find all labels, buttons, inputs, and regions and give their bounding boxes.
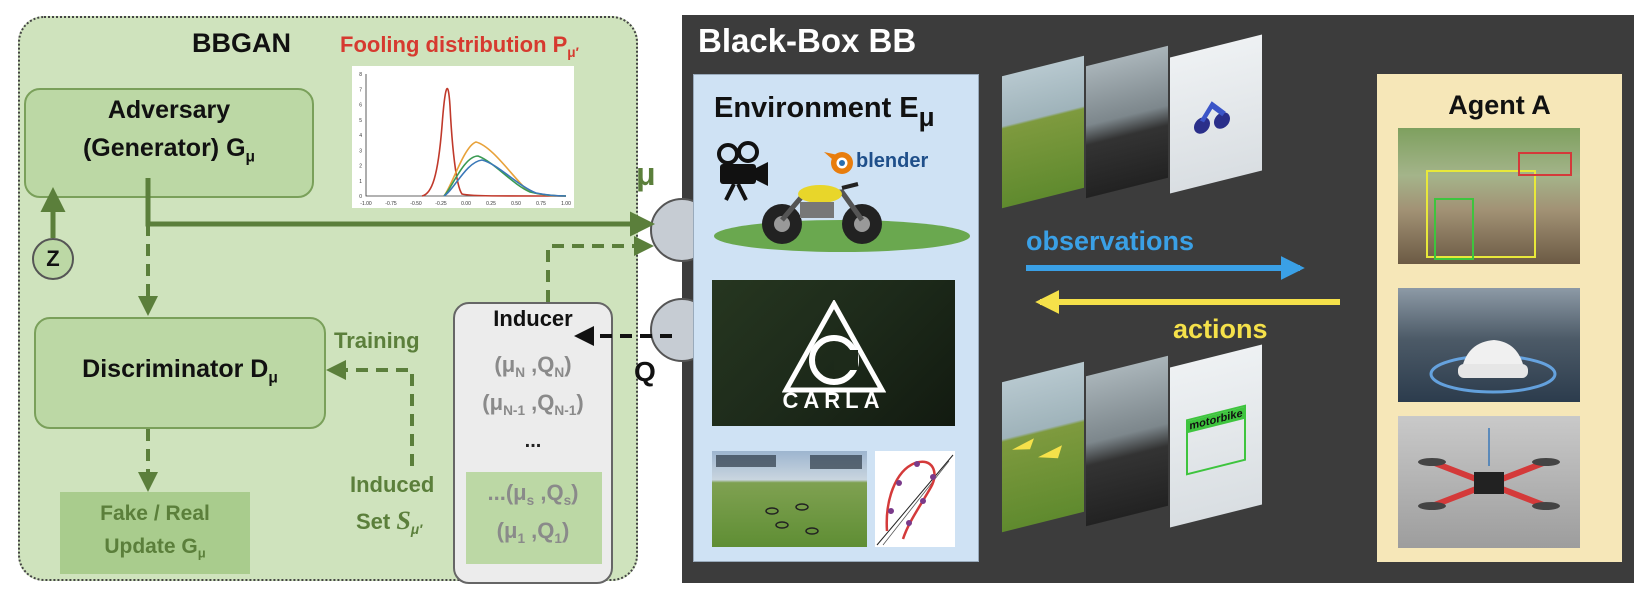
trajectory-curve	[876, 454, 954, 546]
environment-label: Environment Eμ	[714, 92, 935, 133]
black-box-title: Black-Box BB	[698, 22, 917, 59]
blender-text: blender	[856, 150, 929, 172]
carla-text: CARLA	[782, 388, 885, 413]
video-camera-icon	[717, 141, 768, 201]
chart-density-curve	[443, 159, 567, 197]
chart-y-tick: 1	[359, 179, 362, 185]
track-gates	[716, 455, 862, 535]
adversary-label: Adversary	[107, 96, 231, 124]
fooling-sub: μ′	[567, 44, 579, 60]
agent-title: Agent A	[1448, 90, 1551, 120]
fooling-distribution-title: Fooling distribution Pμ′	[340, 32, 579, 60]
inducer-title: Inducer	[493, 306, 573, 331]
chart-x-tick: 0.50	[511, 201, 521, 207]
update-sub: μ	[197, 545, 206, 561]
induced-set-to-discriminator-arrow	[326, 360, 414, 466]
generator-text: (Generator) G	[82, 134, 246, 162]
discriminator-label: Discriminator Dμ	[36, 355, 324, 387]
chart-x-tick: -0.25	[435, 201, 447, 207]
yellow-arrows	[1012, 438, 1062, 459]
drone-icon	[1418, 428, 1560, 510]
blender-logo-icon	[824, 152, 853, 174]
z-noise-node[interactable]: Z	[32, 238, 74, 280]
update-text: Update G	[104, 535, 198, 558]
fooling-distribution-chart: -1.00 -0.75 -0.50 -0.25 0.00 0.25 0.50 0.75 1.00…	[352, 66, 574, 208]
inducer-sampled-highlight	[466, 472, 602, 564]
actions-label: actions	[1173, 314, 1268, 344]
discriminator-text: Discriminator D	[82, 355, 269, 383]
inducer-to-mu-arrow	[546, 236, 654, 302]
chart-y-tick: 5	[359, 118, 362, 124]
observation-image-3	[1170, 34, 1262, 194]
inducer-row-1: (μ1 ,Q1)	[496, 518, 570, 546]
generator-label: (Generator) Gμ	[26, 134, 312, 166]
chart-y-tick: 4	[359, 133, 362, 139]
motorcycle-illustration	[714, 182, 970, 252]
inducer-row-s: ...(μs ,Qs)	[487, 480, 579, 508]
fake-real-box: Fake / Real Update Gμ	[60, 492, 250, 574]
chart-y-tick: 2	[359, 164, 362, 170]
agent-detection-image	[1398, 128, 1580, 264]
set-symbol: S	[396, 506, 411, 535]
chart-x-tick: -0.75	[385, 201, 397, 207]
inducer-ellipsis: ...	[524, 430, 542, 452]
set-text: Set	[356, 509, 391, 534]
chart-y-tick: 0	[359, 194, 362, 200]
chart-x-tick: -0.50	[410, 201, 422, 207]
discriminator-sub: μ	[268, 369, 278, 387]
discriminator-box[interactable]: Discriminator Dμ	[34, 317, 326, 429]
generator-to-mu-arrow	[145, 178, 655, 237]
fooling-label: Fooling distribution P	[340, 32, 568, 57]
agent-driving-image	[1398, 288, 1580, 402]
dog-detection-box	[1434, 198, 1474, 260]
update-generator-label: Update Gμ	[60, 535, 250, 561]
chart-series	[421, 88, 567, 197]
q-label: Q	[634, 356, 656, 387]
training-label: Training	[334, 328, 420, 353]
action-image-1	[1002, 361, 1084, 533]
mu-label: μ	[636, 156, 656, 192]
chart-y-tick: 3	[359, 148, 362, 154]
self-driving-car-icon	[1429, 340, 1557, 394]
generator-sub: μ	[245, 148, 255, 166]
set-sub: μ′	[410, 521, 423, 537]
chart-x-tick: 0.00	[461, 201, 471, 207]
inducer-row-n-minus-1: (μN-1 ,QN-1)	[482, 390, 584, 418]
chart-y-tick: 7	[359, 87, 362, 93]
chart-x-tick: 0.75	[536, 201, 546, 207]
agent-drone-image	[1398, 416, 1580, 548]
chart-x-tick: 1.00	[561, 201, 571, 207]
fake-real-label: Fake / Real	[100, 502, 210, 525]
trajectory-plot	[875, 451, 955, 547]
inducer-row-n: (μN ,QN)	[494, 352, 572, 380]
carla-logo-icon	[782, 300, 886, 393]
chart-background	[352, 66, 574, 208]
bicycle-detection-box	[1426, 170, 1536, 258]
adversary-generator-box[interactable]: Adversary (Generator) Gμ	[24, 88, 314, 198]
track-screenshot	[712, 451, 867, 547]
chart-x-tick: 0.25	[486, 201, 496, 207]
truck-detection-box	[1518, 152, 1572, 176]
observations-label: observations	[1026, 226, 1195, 256]
chart-x-tick: -1.00	[360, 201, 372, 207]
chart-y-tick: 8	[359, 72, 362, 78]
chart-density-curve	[421, 88, 567, 197]
bbgan-title: BBGAN	[192, 28, 291, 58]
induced-label: Induced	[350, 472, 435, 497]
chart-y-tick: 6	[359, 103, 362, 109]
carla-screenshot: CARLA	[712, 280, 955, 426]
motorbike-render-icon	[1194, 101, 1230, 134]
induced-set-label: Set Sμ′	[356, 506, 422, 537]
